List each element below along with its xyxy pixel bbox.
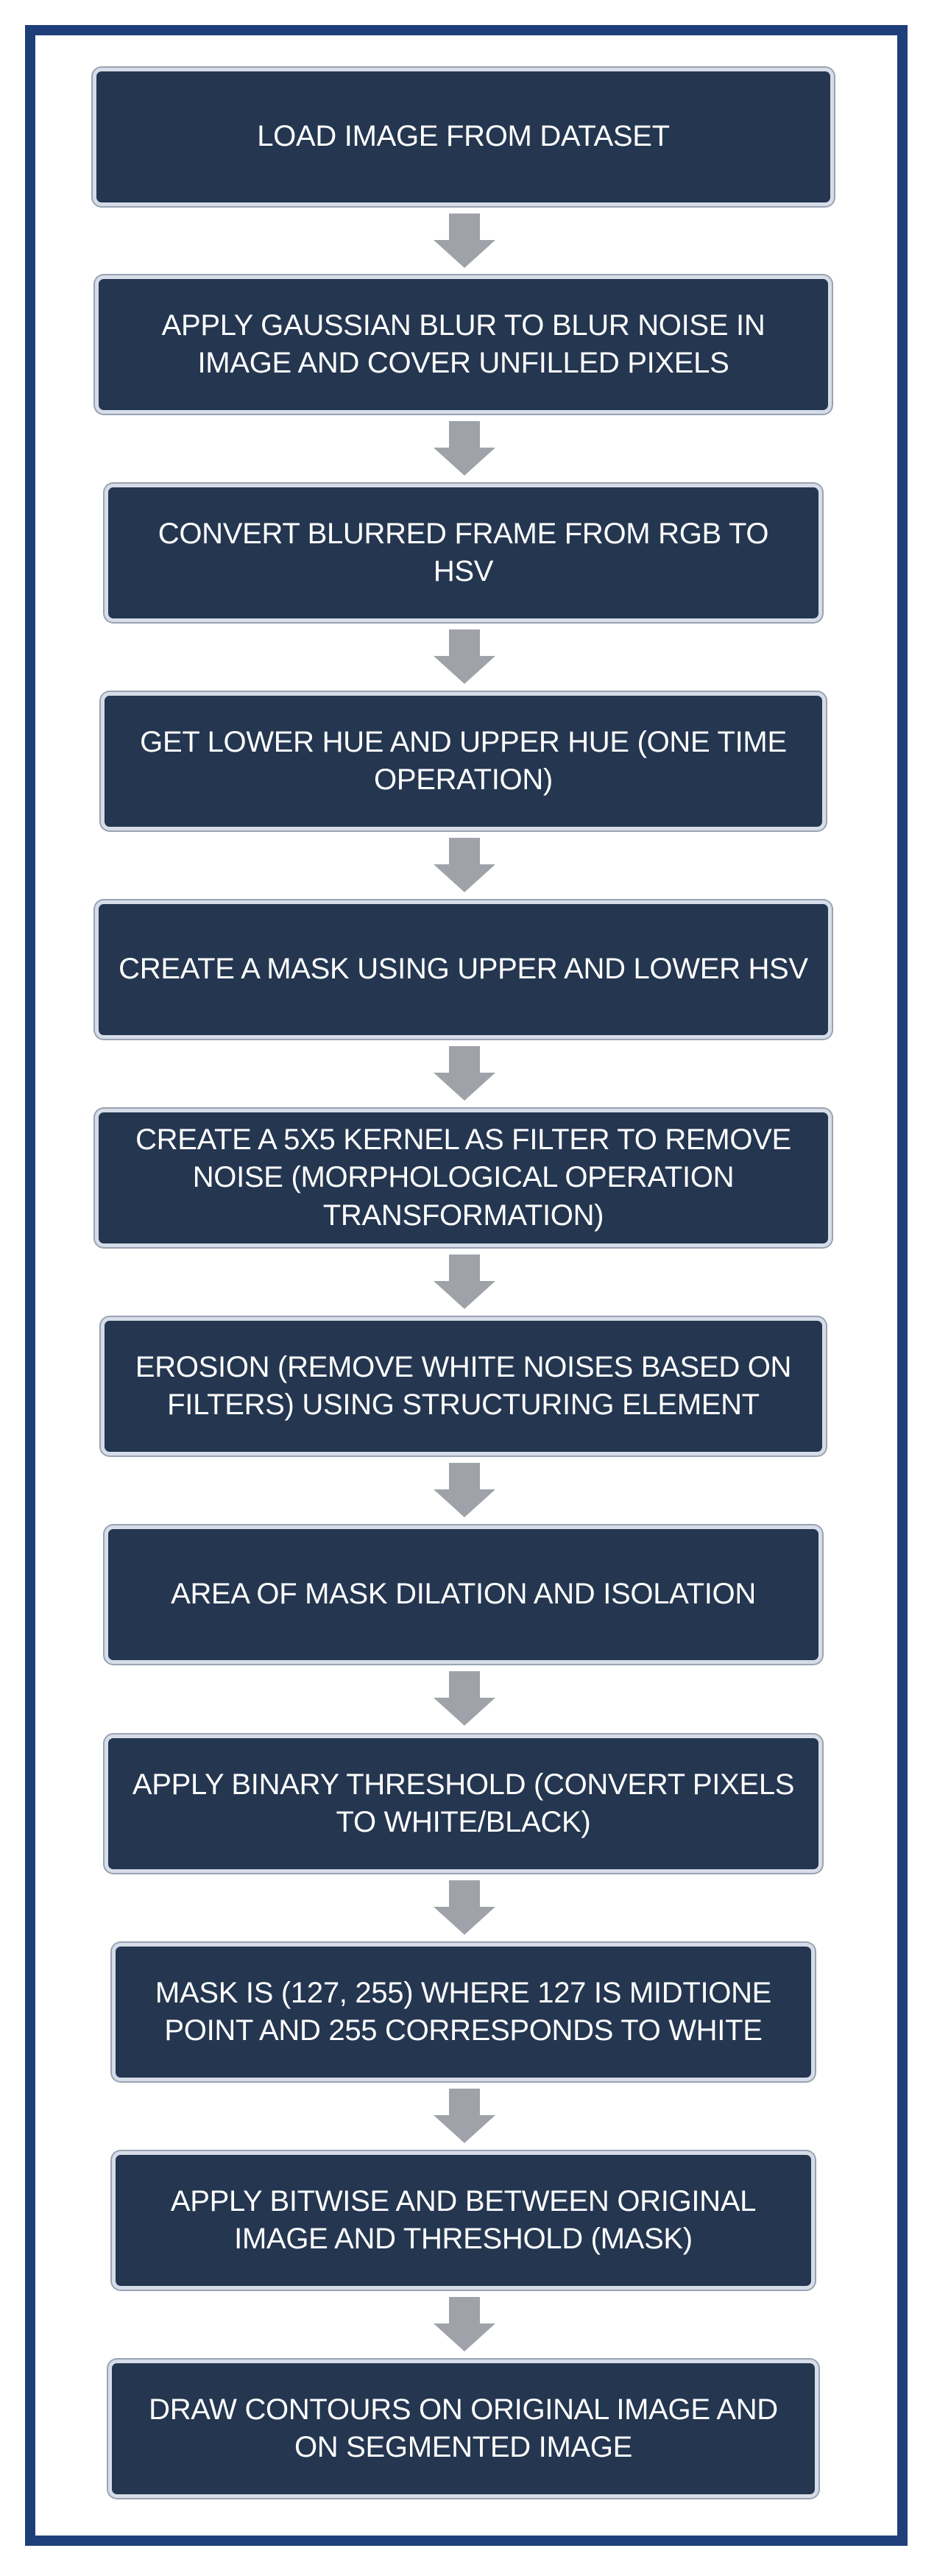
arrow-down-icon: [434, 214, 495, 268]
step-draw-contours: DRAW CONTOURS ON ORIGINAL IMAGE AND ON S…: [108, 2360, 818, 2498]
step-create-mask: CREATE A MASK USING UPPER AND LOWER HSV: [95, 900, 832, 1039]
step-load-image: LOAD IMAGE FROM DATASET: [93, 68, 834, 206]
step-erosion: EROSION (REMOVE WHITE NOISES BASED ON FI…: [101, 1317, 826, 1455]
arrow-down-icon: [434, 421, 495, 476]
arrow-down-icon: [434, 2297, 495, 2351]
arrow-down-icon: [434, 2089, 495, 2143]
step-bitwise-and: APPLY BITWISE AND BETWEEN ORIGINAL IMAGE…: [112, 2151, 815, 2290]
step-lower-upper-hue: GET LOWER HUE AND UPPER HUE (ONE TIME OP…: [101, 692, 826, 830]
step-binary-threshold: APPLY BINARY THRESHOLD (CONVERT PIXELS T…: [105, 1735, 822, 1873]
arrow-down-icon: [434, 629, 495, 684]
arrow-down-icon: [434, 1463, 495, 1517]
step-kernel-filter: CREATE A 5X5 KERNEL AS FILTER TO REMOVE …: [95, 1109, 832, 1247]
arrow-down-icon: [434, 1880, 495, 1935]
step-mask-values: MASK IS (127, 255) WHERE 127 IS MIDTIONE…: [112, 1943, 815, 2081]
step-rgb-to-hsv: CONVERT BLURRED FRAME FROM RGB TO HSV: [105, 484, 822, 622]
step-gaussian-blur: APPLY GAUSSIAN BLUR TO BLUR NOISE IN IMA…: [95, 275, 832, 414]
arrow-down-icon: [434, 1255, 495, 1309]
step-dilation-isolation: AREA OF MASK DILATION AND ISOLATION: [105, 1525, 822, 1664]
arrow-down-icon: [434, 1671, 495, 1726]
arrow-down-icon: [434, 838, 495, 892]
arrow-down-icon: [434, 1046, 495, 1101]
